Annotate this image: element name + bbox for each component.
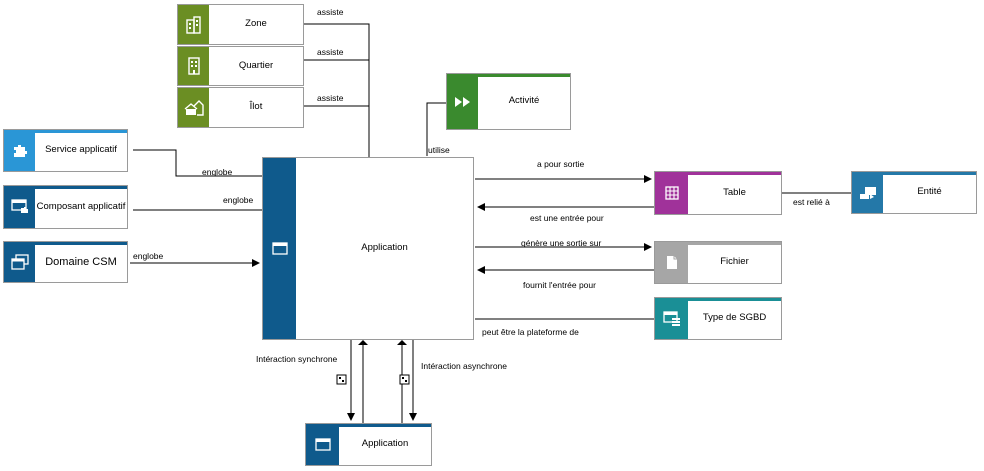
puzzle-icon [4, 130, 35, 171]
async-interaction-icon [399, 374, 410, 385]
edge-label-fournit-entree: fournit l'entrée pour [523, 280, 596, 290]
edge-label-englobe: englobe [133, 251, 164, 261]
edge-label-englobe: englobe [202, 167, 233, 177]
node-fichier-label: Fichier [720, 256, 749, 268]
edge-label-assiste: assiste [317, 7, 344, 17]
edge-label-a-pour-sortie: a pour sortie [537, 159, 585, 169]
edge-label-assiste: assiste [317, 47, 344, 57]
node-ilot-label: Îlot [249, 101, 263, 113]
edge-label-plateforme: peut être la plateforme de [482, 327, 579, 337]
node-table-label: Table [723, 186, 746, 198]
edge-assiste-zone [304, 23, 370, 157]
node-quartier-label: Quartier [238, 59, 274, 71]
node-type-sgbd[interactable]: Type de SGBD [654, 297, 782, 340]
node-domaine-csm-label: Domaine CSM [45, 255, 117, 268]
edge-label-sync: Intéraction synchrone [256, 354, 338, 364]
building-icon [178, 47, 209, 85]
fast-forward-icon [447, 74, 478, 129]
node-application-bottom[interactable]: Application [305, 423, 432, 466]
edge-label-utilise: utilise [428, 145, 450, 155]
edge-label-englobe: englobe [223, 195, 254, 205]
node-application-main-label: Application [361, 242, 408, 254]
edge-label-assiste: assiste [317, 93, 344, 103]
domain-windows-icon [4, 242, 35, 282]
edge-utilise [426, 102, 446, 156]
node-composant-applicatif-label: Composant applicatif [36, 200, 126, 212]
node-quartier[interactable]: Quartier [177, 46, 304, 86]
node-domaine-csm[interactable]: Domaine CSM [3, 241, 128, 283]
edge-label-genere-sortie: génère une sortie sur [521, 238, 602, 248]
edge-label-async: Intéraction asynchrone [421, 361, 507, 371]
component-window-icon [4, 186, 35, 228]
edge-label-est-une-entree: est une entrée pour [530, 213, 604, 223]
node-entite[interactable]: Entité [851, 171, 977, 214]
node-type-sgbd-label: Type de SGBD [702, 312, 767, 324]
application-window-icon [306, 424, 339, 465]
node-application-main[interactable]: Application [262, 157, 474, 340]
node-entite-label: Entité [917, 186, 942, 198]
node-table[interactable]: Table [654, 171, 782, 215]
file-icon [655, 242, 688, 283]
node-composant-applicatif[interactable]: Composant applicatif [3, 185, 128, 229]
node-application-bottom-label: Application [361, 438, 409, 450]
house-icon [178, 88, 209, 127]
node-service-applicatif-label: Service applicatif [45, 144, 117, 156]
entity-icon [852, 172, 883, 213]
node-activite[interactable]: Activité [446, 73, 571, 130]
node-fichier[interactable]: Fichier [654, 241, 782, 284]
sync-interaction-icon [336, 374, 347, 385]
node-activite-label: Activité [508, 95, 540, 107]
edge-englobe-service [133, 149, 262, 177]
application-window-icon [263, 158, 296, 339]
node-zone[interactable]: Zone [177, 4, 304, 45]
node-ilot[interactable]: Îlot [177, 87, 304, 128]
database-server-icon [655, 298, 688, 339]
node-zone-label: Zone [245, 18, 267, 30]
table-grid-icon [655, 172, 688, 214]
building-icon [178, 5, 209, 44]
edge-label-est-relie: est relié à [793, 197, 830, 207]
node-service-applicatif[interactable]: Service applicatif [3, 129, 128, 172]
